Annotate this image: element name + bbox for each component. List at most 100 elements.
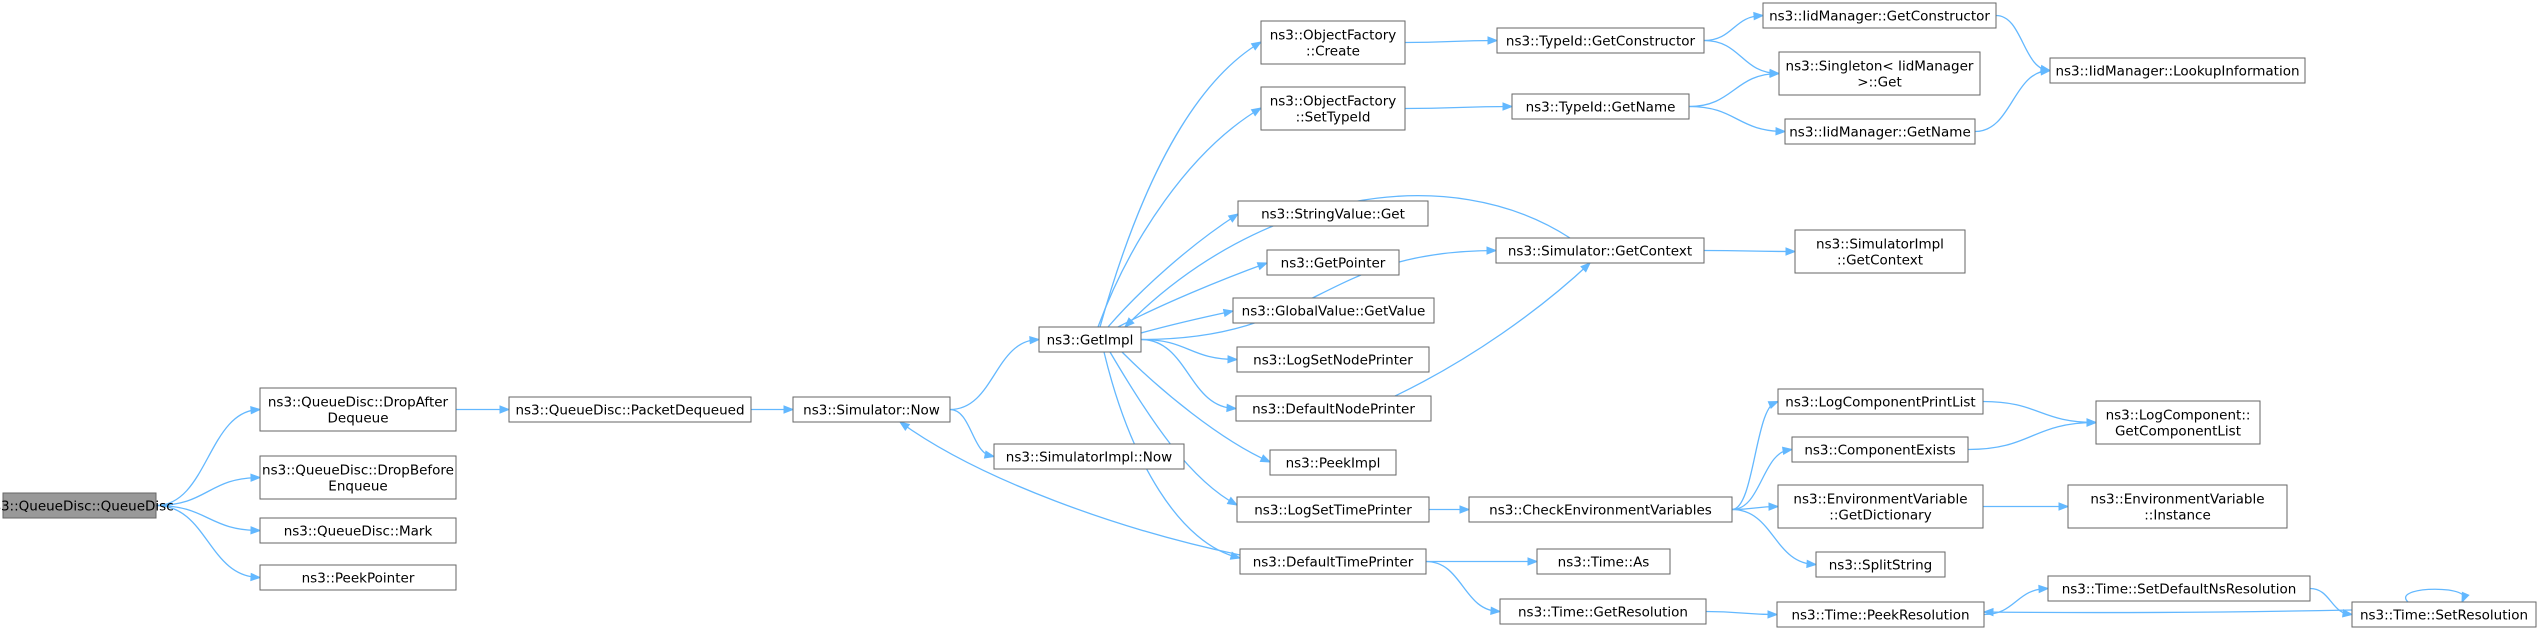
- arrow-head-icon: [1486, 246, 1498, 255]
- node-simGetContext[interactable]: ns3::Simulator::GetContext: [1495, 237, 1705, 264]
- node-timeAs[interactable]: ns3::Time::As: [1536, 548, 1671, 575]
- edge-line: [1097, 107, 1262, 328]
- arrow-head-icon: [2086, 418, 2098, 427]
- node-logSetNodePrinter[interactable]: ns3::LogSetNodePrinter: [1236, 346, 1430, 373]
- node-box: [993, 443, 1185, 470]
- node-logCompPrintList[interactable]: ns3::LogComponentPrintList: [1777, 388, 1984, 415]
- node-defaultTimePrinter[interactable]: ns3::DefaultTimePrinter: [1239, 548, 1427, 575]
- edge-line: [1995, 14, 2051, 72]
- node-logCompGetComponentList[interactable]: ns3::LogComponent::GetComponentList: [2095, 400, 2261, 445]
- edge-logCompPrintList-to-logCompGetComponentList: [1982, 400, 2098, 427]
- edge-line: [1394, 262, 1591, 397]
- node-box: [2047, 575, 2311, 602]
- node-box: [508, 396, 752, 423]
- node-box: [1236, 346, 1430, 373]
- node-peekImpl[interactable]: ns3::PeekImpl: [1269, 449, 1397, 476]
- edge-typeIdGetConstructor-to-singletonGet: [1703, 39, 1781, 78]
- edge-line: [155, 408, 261, 507]
- node-label: ns3::GetImpl: [1047, 333, 1134, 349]
- node-box: [259, 517, 457, 544]
- edge-line: [1140, 338, 1238, 361]
- node-componentExists[interactable]: ns3::ComponentExists: [1791, 436, 1969, 463]
- node-label: ns3::LogSetTimePrinter: [1254, 503, 1412, 519]
- edge-simNow-to-getImpl: [949, 335, 1041, 411]
- node-envVarInstance[interactable]: ns3::EnvironmentVariable::Instance: [2067, 484, 2288, 529]
- edge-timeSetDefaultNsResolution-to-timeSetResolution: [2309, 587, 2354, 618]
- edge-getImpl-to-logSetTimePrinter: [1109, 351, 1239, 506]
- node-timePeekResolution[interactable]: ns3::Time::PeekResolution: [1776, 601, 1985, 628]
- node-label: ns3::TypeId::GetName: [1526, 100, 1676, 116]
- node-root[interactable]: ns3::QueueDisc::QueueDisc: [0, 492, 174, 519]
- edge-checkEnv-to-logCompPrintList: [1731, 400, 1780, 511]
- node-globalValueGetValue[interactable]: ns3::GlobalValue::GetValue: [1232, 297, 1435, 324]
- node-iidLookupInformation[interactable]: ns3::IidManager::LookupInformation: [2049, 57, 2306, 84]
- node-box: [1239, 548, 1427, 575]
- arrow-head-icon: [1502, 102, 1514, 111]
- node-typeIdGetName[interactable]: ns3::TypeId::GetName: [1511, 93, 1690, 120]
- arrow-head-icon: [2040, 67, 2052, 76]
- edge-line: [1967, 421, 2097, 451]
- edge-ofCreate-to-typeIdGetConstructor: [1404, 36, 1499, 45]
- arrow-head-icon: [1753, 11, 1765, 21]
- node-box: [1777, 388, 1984, 415]
- arrow-head-icon: [1250, 41, 1263, 51]
- node-simNow[interactable]: ns3::Simulator::Now: [792, 396, 951, 423]
- node-timeSetDefaultNsResolution[interactable]: ns3::Time::SetDefaultNsResolution: [2047, 575, 2311, 602]
- edge-getImpl-to-peekImpl: [1121, 351, 1272, 463]
- node-checkEnv[interactable]: ns3::CheckEnvironmentVariables: [1468, 496, 1733, 523]
- node-splitString[interactable]: ns3::SplitString: [1815, 551, 1946, 578]
- node-box: [1778, 51, 1981, 96]
- edge-simNow-to-simImplNow: [949, 408, 996, 459]
- node-label: ns3::Simulator::GetContext: [1508, 244, 1692, 260]
- node-logSetTimePrinter[interactable]: ns3::LogSetTimePrinter: [1236, 496, 1430, 523]
- arrow-head-icon: [1580, 262, 1592, 273]
- node-label: ns3::Simulator::Now: [803, 403, 940, 419]
- arrow-head-icon: [1767, 610, 1779, 619]
- node-box: [1499, 598, 1707, 625]
- node-box: [792, 396, 951, 423]
- node-packetDequeued[interactable]: ns3::QueueDisc::PacketDequeued: [508, 396, 752, 423]
- node-label: >::Get: [1857, 75, 1901, 91]
- node-label: ns3::Time::SetDefaultNsResolution: [2062, 582, 2297, 598]
- node-box: [1260, 86, 1406, 131]
- arrow-head-icon: [1768, 502, 1780, 511]
- node-envVarGetDictionary[interactable]: ns3::EnvironmentVariable::GetDictionary: [1777, 484, 1984, 529]
- node-ofSetTypeId[interactable]: ns3::ObjectFactory::SetTypeId: [1260, 86, 1406, 131]
- node-peekPointer[interactable]: ns3::PeekPointer: [259, 564, 457, 591]
- node-box: [1235, 395, 1432, 422]
- node-getImpl[interactable]: ns3::GetImpl: [1038, 326, 1142, 353]
- arrow-head-icon: [250, 526, 262, 535]
- node-label: ns3::GlobalValue::GetValue: [1242, 304, 1426, 320]
- node-defaultNodePrinter[interactable]: ns3::DefaultNodePrinter: [1235, 395, 1432, 422]
- node-label: ::GetDictionary: [1829, 508, 1931, 524]
- node-typeIdGetConstructor[interactable]: ns3::TypeId::GetConstructor: [1496, 27, 1705, 54]
- node-label: ns3::LogSetNodePrinter: [1253, 353, 1413, 369]
- edge-root-to-dropAfter: [155, 405, 262, 507]
- node-box: [1495, 237, 1705, 264]
- node-iidGetName[interactable]: ns3::IidManager::GetName: [1784, 118, 1976, 145]
- edge-line: [1140, 249, 1497, 341]
- node-simImplGetContext[interactable]: ns3::SimulatorImpl::GetContext: [1794, 229, 1966, 274]
- edge-line: [155, 504, 261, 532]
- arrow-head-icon: [1227, 355, 1239, 364]
- arrow-head-icon: [1124, 317, 1135, 328]
- edge-typeIdGetName-to-iidGetName: [1688, 105, 1787, 136]
- node-singletonGet[interactable]: ns3::Singleton< IidManager >::Get: [1778, 51, 1981, 96]
- node-simImplNow[interactable]: ns3::SimulatorImpl::Now: [993, 443, 1185, 470]
- node-iidGetConstructor[interactable]: ns3::IidManager::GetConstructor: [1762, 2, 1997, 29]
- node-label: ns3::QueueDisc::QueueDisc: [0, 499, 174, 515]
- node-label: ns3::QueueDisc::Mark: [284, 524, 433, 540]
- arrow-head-icon: [1527, 557, 1539, 566]
- node-getPointer[interactable]: ns3::GetPointer: [1266, 249, 1400, 276]
- node-ofCreate[interactable]: ns3::ObjectFactory::Create: [1260, 20, 1406, 65]
- node-stringValueGet[interactable]: ns3::StringValue::Get: [1237, 200, 1429, 227]
- node-timeSetResolution[interactable]: ns3::Time::SetResolution: [2351, 601, 2537, 628]
- node-mark[interactable]: ns3::QueueDisc::Mark: [259, 517, 457, 544]
- node-timeGetResolution[interactable]: ns3::Time::GetResolution: [1499, 598, 1707, 625]
- node-label: ns3::Time::GetResolution: [1518, 605, 1688, 621]
- edge-root-to-dropBefore: [155, 473, 262, 507]
